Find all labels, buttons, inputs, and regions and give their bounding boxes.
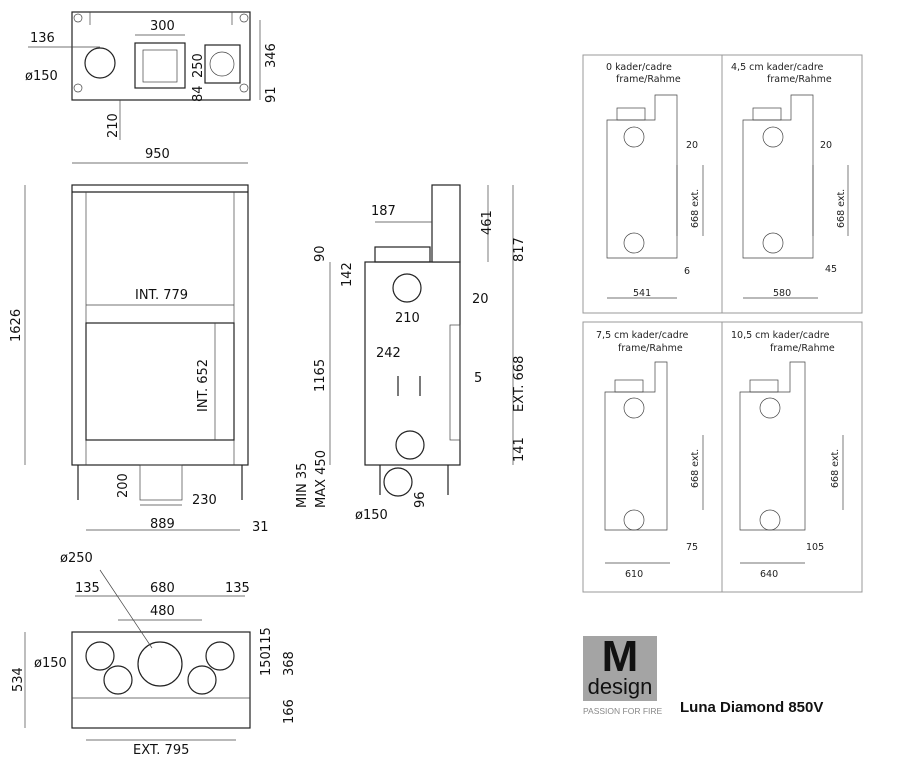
- logo-tagline: PASSION FOR FIRE: [583, 706, 663, 716]
- bottom-view: ø250 135 680 135 480 ø150 534 115 150 36…: [11, 551, 297, 758]
- dim-1626: 1626: [9, 309, 24, 342]
- dim-diameter-150: ø150: [25, 69, 58, 84]
- dim-250: 250: [191, 53, 206, 78]
- dim-diameter-250: ø250: [60, 551, 93, 566]
- dim-96: 96: [413, 491, 428, 508]
- dim-min-35: MIN 35: [295, 463, 310, 508]
- panel-title-2: frame/Rahme: [618, 343, 683, 354]
- product-name: Luna Diamond 850V: [680, 699, 824, 716]
- dim-534: 534: [11, 667, 26, 692]
- dim-max-450: MAX 450: [314, 450, 329, 508]
- panel-title-2: frame/Rahme: [770, 343, 835, 354]
- dim-461: 461: [480, 210, 495, 235]
- panel-ext: 668 ext.: [690, 189, 701, 228]
- panel-width: 610: [625, 569, 643, 580]
- dim-889: 889: [150, 517, 175, 532]
- top-view: 136 ø150 300 250 84 346 91 210: [25, 11, 279, 140]
- panel-ext: 668 ext.: [690, 449, 701, 488]
- dim-200: 200: [116, 473, 131, 498]
- dim-187: 187: [371, 204, 396, 219]
- dim-136: 136: [30, 31, 55, 46]
- dim-5: 5: [474, 371, 482, 386]
- frame-panel-7-5: 7,5 cm kader/cadre frame/Rahme 668 ext. …: [596, 330, 704, 580]
- panel-width: 580: [773, 288, 791, 299]
- dim-210: 210: [106, 113, 121, 138]
- dim-91: 91: [264, 86, 279, 103]
- logo-word: design: [587, 674, 653, 699]
- mdesign-logo: M design: [583, 632, 657, 701]
- dim-141: 141: [512, 437, 527, 462]
- panel-title-1: 4,5 cm kader/cadre: [731, 62, 824, 73]
- front-view: 950 1626 INT. 779 INT. 652 200 230 889 3…: [9, 147, 269, 535]
- dim-950: 950: [145, 147, 170, 162]
- panel-ext: 668 ext.: [836, 189, 847, 228]
- panel-gap: 20: [820, 140, 832, 151]
- dim-84: 84: [191, 85, 206, 102]
- panel-offset: 45: [825, 264, 837, 275]
- panel-ext: 668 ext.: [830, 449, 841, 488]
- logo-letter: M: [601, 632, 639, 681]
- dim-680: 680: [150, 581, 175, 596]
- frame-panels: 0 kader/cadre frame/Rahme 20 668 ext. 6 …: [582, 54, 863, 593]
- dim-1165: 1165: [313, 359, 328, 392]
- dim-20: 20: [472, 292, 489, 307]
- dim-ext-668: EXT. 668: [512, 356, 527, 412]
- dim-31: 31: [252, 520, 269, 535]
- panel-title-1: 10,5 cm kader/cadre: [731, 330, 830, 341]
- dim-115: 115: [259, 627, 274, 652]
- panel-offset: 75: [686, 542, 698, 553]
- dim-817: 817: [512, 237, 527, 262]
- side-view: 187 90 142 210 242 1165 MIN 35 MAX 450 ø…: [295, 184, 527, 523]
- panel-gap: 20: [686, 140, 698, 151]
- panel-offset: 105: [806, 542, 824, 553]
- dim-diameter-150-bottom: ø150: [34, 656, 67, 671]
- dim-150-vertical: 150: [259, 651, 274, 676]
- panel-offset: 6: [684, 266, 690, 277]
- frame-panel-4-5: 4,5 cm kader/cadre frame/Rahme 20 668 ex…: [731, 62, 849, 299]
- dim-230: 230: [192, 493, 217, 508]
- panel-title-2: frame/Rahme: [767, 74, 832, 85]
- dim-166: 166: [282, 699, 297, 724]
- panel-width: 640: [760, 569, 778, 580]
- dim-int-652: INT. 652: [196, 359, 211, 412]
- panel-title-1: 0 kader/cadre: [606, 62, 672, 73]
- dim-int-779: INT. 779: [135, 288, 188, 303]
- dim-242: 242: [376, 346, 401, 361]
- dim-346: 346: [264, 43, 279, 68]
- dim-300: 300: [150, 19, 175, 34]
- panel-title-1: 7,5 cm kader/cadre: [596, 330, 689, 341]
- dim-135-left: 135: [75, 581, 100, 596]
- dim-90: 90: [313, 245, 328, 262]
- dim-diameter-150-side: ø150: [355, 508, 388, 523]
- dim-ext-795: EXT. 795: [133, 743, 189, 758]
- dim-142: 142: [340, 262, 355, 287]
- dim-368: 368: [282, 651, 297, 676]
- dim-210-side: 210: [395, 311, 420, 326]
- dim-480: 480: [150, 604, 175, 619]
- dim-135-right: 135: [225, 581, 250, 596]
- frame-panel-0: 0 kader/cadre frame/Rahme 20 668 ext. 6 …: [606, 62, 704, 299]
- panel-width: 541: [633, 288, 651, 299]
- panel-title-2: frame/Rahme: [616, 74, 681, 85]
- frame-panel-10-5: 10,5 cm kader/cadre frame/Rahme 668 ext.…: [731, 330, 844, 580]
